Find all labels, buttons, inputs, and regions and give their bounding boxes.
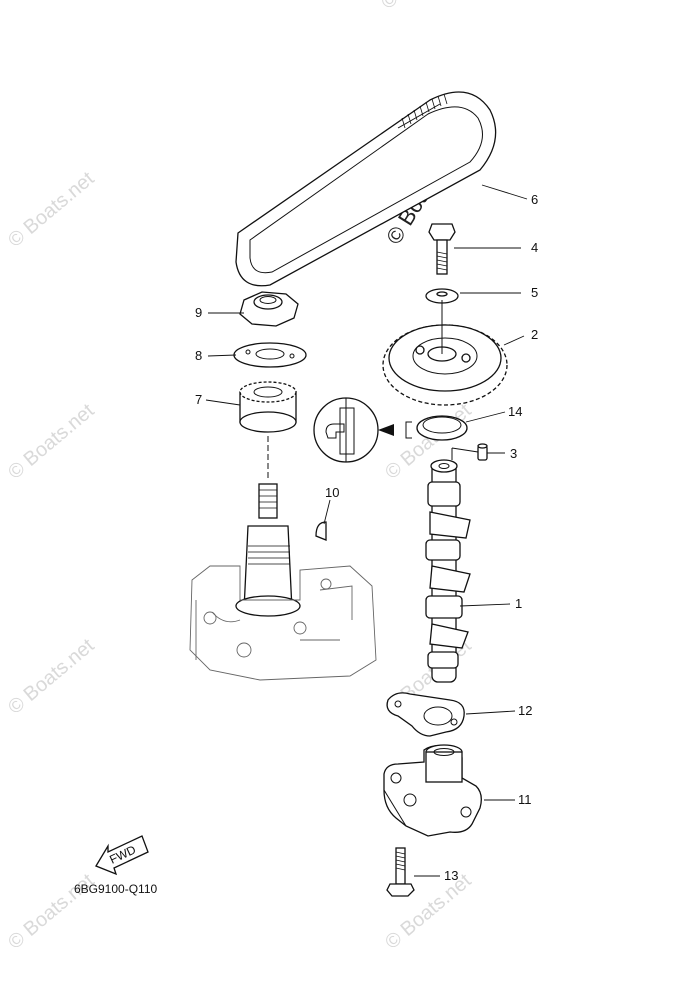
gasket xyxy=(386,692,465,737)
watermark: © Boats.net xyxy=(377,0,472,14)
watermark: © Boats.net xyxy=(4,634,99,718)
camshaft-bolt xyxy=(428,223,456,275)
watermark: © Boats.net xyxy=(381,869,476,953)
callout-8: 8 xyxy=(195,348,202,363)
callout-6: 6 xyxy=(531,192,538,207)
camshaft xyxy=(425,447,479,683)
seal-detail-inset xyxy=(313,397,412,463)
watermark: © Boats.net xyxy=(381,399,476,483)
oil-seal xyxy=(416,415,468,441)
watermark: © Boats.net xyxy=(4,167,99,251)
drawing-code: 6BG9100-Q110 xyxy=(74,882,157,896)
callout-14: 14 xyxy=(508,404,522,419)
callout-13: 13 xyxy=(444,868,458,883)
callout-11: 11 xyxy=(518,792,532,807)
fwd-arrow: FWD xyxy=(95,835,149,876)
callout-2: 2 xyxy=(531,327,538,342)
callout-9: 9 xyxy=(195,305,202,320)
woodruff-key xyxy=(315,521,327,541)
leader-lines xyxy=(205,184,528,877)
oil-pump xyxy=(383,744,482,837)
camshaft-sprocket xyxy=(382,300,508,406)
timing-belt xyxy=(235,91,497,287)
callout-12: 12 xyxy=(518,703,532,718)
callout-7: 7 xyxy=(195,392,202,407)
callout-1: 1 xyxy=(515,596,522,611)
callout-4: 4 xyxy=(531,240,538,255)
callout-3: 3 xyxy=(510,446,517,461)
crankshaft-assembly xyxy=(189,436,377,681)
dowel-pin xyxy=(477,443,488,461)
callout-5: 5 xyxy=(531,285,538,300)
plate-washer xyxy=(233,342,307,368)
pump-bolt xyxy=(386,847,415,897)
callout-10: 10 xyxy=(325,485,339,500)
watermark: © Boats.net xyxy=(4,399,99,483)
crankshaft-sprocket xyxy=(239,381,297,433)
crankshaft-nut xyxy=(239,291,299,327)
callouts: 6 4 5 2 14 3 1 12 11 13 9 8 7 10 xyxy=(195,192,538,883)
